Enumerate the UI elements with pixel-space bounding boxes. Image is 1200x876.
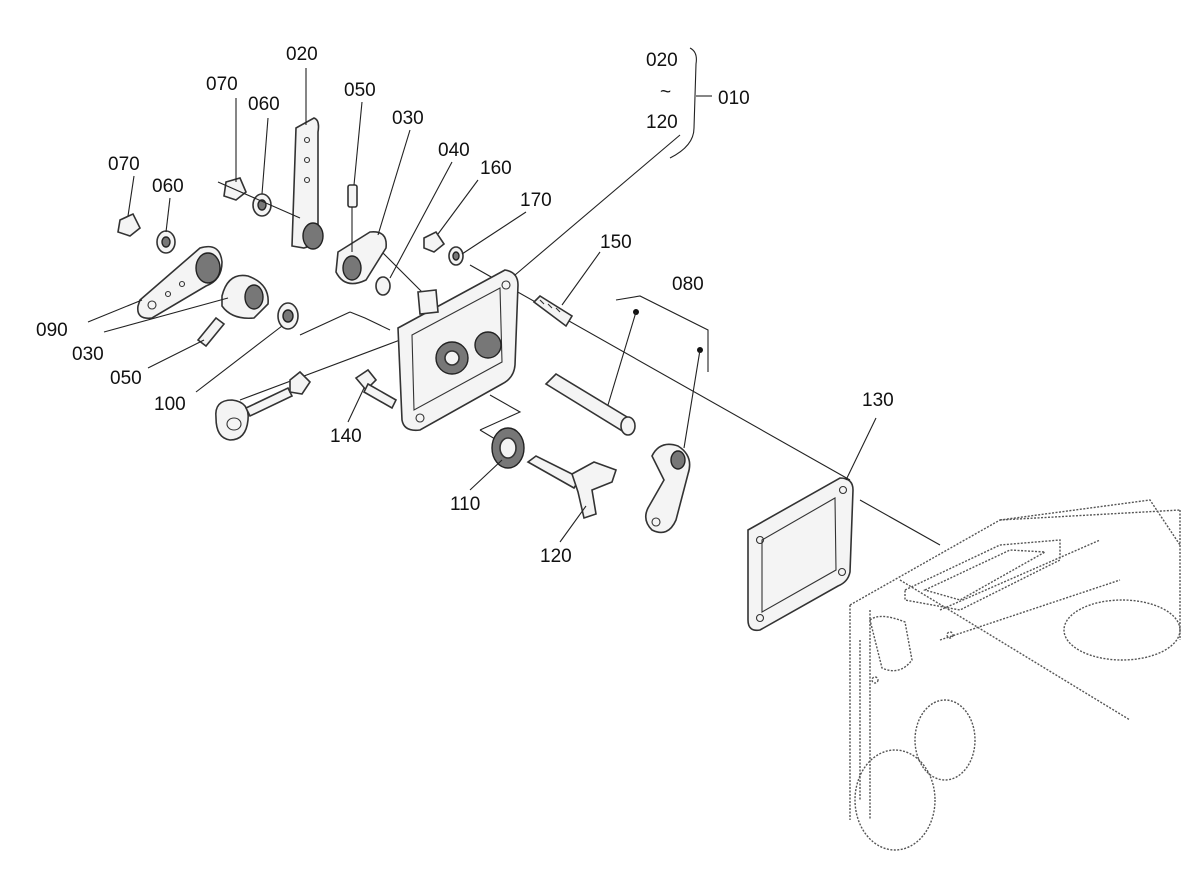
callout-range-tilde: ~	[660, 82, 671, 103]
nut-160-washer-170	[423, 230, 464, 266]
engine-block	[849, 499, 1181, 851]
callout-170: 170	[520, 190, 552, 211]
shaft-120	[526, 455, 618, 520]
washers-upper	[217, 177, 301, 219]
callout-040: 040	[438, 140, 470, 161]
callout-140: 140	[330, 426, 362, 447]
assembly-080	[544, 309, 703, 534]
callout-090: 090	[36, 320, 68, 341]
callout-150: 150	[600, 232, 632, 253]
stud-150	[532, 294, 574, 328]
bolt-140	[354, 368, 398, 410]
callout-020-range: 020	[646, 50, 678, 71]
callout-050-left: 050	[110, 368, 142, 389]
callout-050-top: 050	[344, 80, 376, 101]
callout-010: 010	[718, 88, 750, 109]
oring-040	[375, 276, 391, 296]
callout-030-top: 030	[392, 108, 424, 129]
callout-070-top: 070	[206, 74, 238, 95]
cover-plate	[397, 269, 519, 432]
callout-060-left: 060	[152, 176, 184, 197]
callout-110: 110	[450, 494, 480, 515]
washers-left	[117, 212, 176, 254]
callout-160: 160	[480, 158, 512, 179]
lever-020	[291, 117, 324, 250]
arm-030-left	[196, 274, 269, 348]
callout-020-top: 020	[286, 44, 318, 65]
arm-030-upper	[335, 184, 387, 285]
callout-030-left: 030	[72, 344, 104, 365]
callout-080: 080	[672, 274, 704, 295]
callout-120-range: 120	[646, 112, 678, 133]
callout-070-left: 070	[108, 154, 140, 175]
callout-120: 120	[540, 546, 572, 567]
gasket-130	[747, 477, 854, 632]
gear-110	[491, 427, 525, 469]
callout-100: 100	[154, 394, 186, 415]
eye-bolt	[215, 370, 312, 441]
lever-090	[136, 245, 223, 320]
callout-130: 130	[862, 390, 894, 411]
callout-060-top: 060	[248, 94, 280, 115]
leader-lines	[87, 47, 877, 543]
callout-labels: 010 020 ~ 120 020 070 060 050 030 040 16…	[36, 44, 894, 567]
bushing-100	[277, 302, 299, 330]
